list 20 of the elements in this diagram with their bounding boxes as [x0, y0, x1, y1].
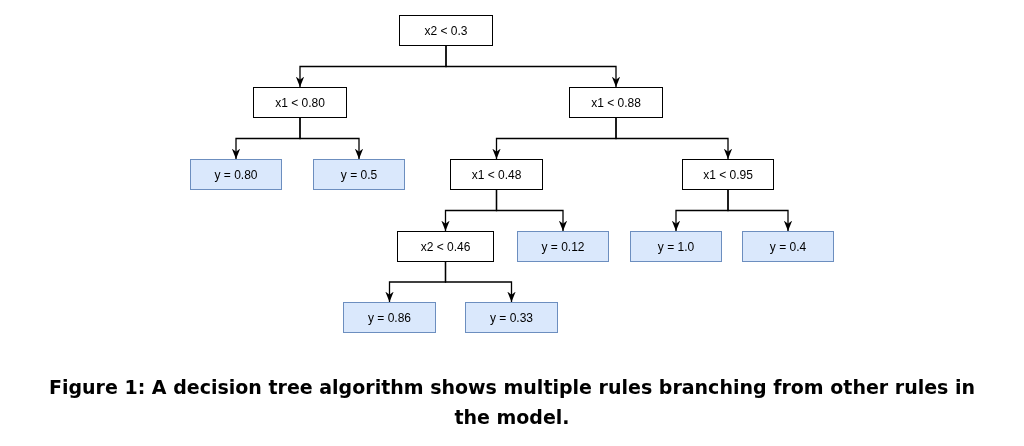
- decision-box: x1 < 0.48: [450, 159, 543, 190]
- leaf-box: y = 0.4: [742, 231, 834, 262]
- arrow: [615, 117, 733, 160]
- leaf-box: y = 0.12: [517, 231, 609, 262]
- decision-box: x1 < 0.80: [253, 87, 347, 118]
- decision-box: x1 < 0.95: [682, 159, 774, 190]
- leaf-box: y = 0.33: [465, 302, 558, 333]
- leaf-box: y = 1.0: [630, 231, 722, 262]
- leaf-box: y = 0.5: [313, 159, 405, 190]
- decision-box: x2 < 0.3: [399, 15, 493, 46]
- figure-caption: Figure 1: A decision tree algorithm shows multiple rules branching from other rules in the model.: [47, 375, 977, 430]
- decision-box: x1 < 0.88: [569, 87, 663, 118]
- arrow: [727, 189, 793, 232]
- decision-box: x2 < 0.46: [397, 231, 494, 262]
- arrow: [495, 189, 568, 232]
- leaf-box: y = 0.80: [190, 159, 282, 190]
- arrow: [299, 117, 364, 160]
- leaf-box: y = 0.86: [343, 302, 436, 333]
- arrow: [444, 261, 516, 303]
- arrow: [445, 45, 621, 88]
